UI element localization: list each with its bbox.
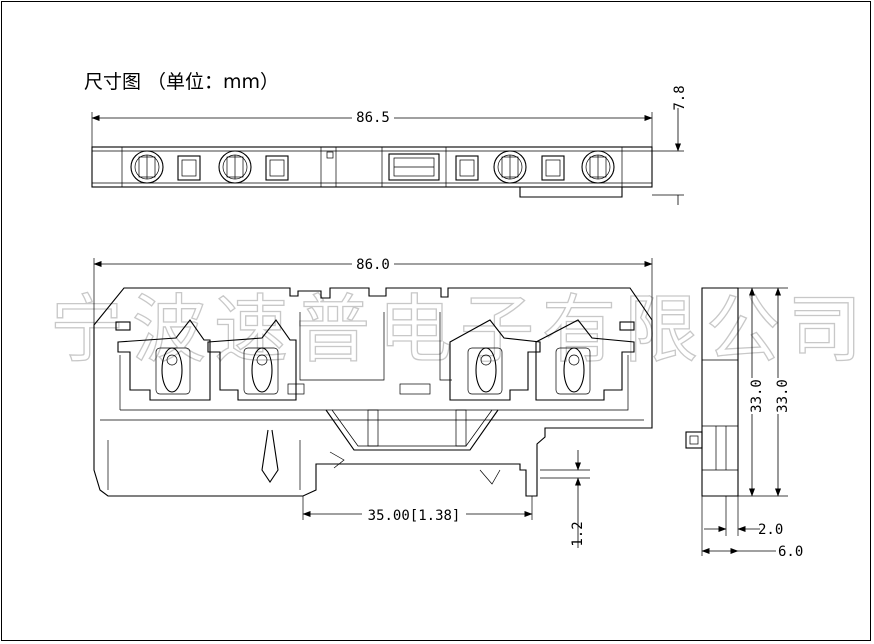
dim-rail-width: 35.00[1.38] — [368, 508, 461, 524]
dim-top-height: 7.8 — [672, 85, 688, 110]
screw-head-3 — [493, 150, 527, 184]
screw-head-1 — [130, 150, 164, 184]
clamp-unit-2 — [207, 319, 297, 401]
dim-side-height-a: 33.0 — [749, 379, 765, 413]
page-title: 尺寸图 （单位：mm） — [84, 71, 279, 93]
dim-side-height-b: 33.0 — [775, 379, 791, 413]
dim-front-width: 86.0 — [356, 257, 390, 273]
dim-side-width: 6.0 — [778, 544, 803, 560]
top-view: 86.5 7.8 — [91, 85, 688, 205]
dim-top-width: 86.5 — [356, 110, 390, 126]
screw-head-4 — [581, 150, 615, 184]
watermark: 宁波速普电子有限公司 — [50, 287, 870, 373]
clamp-unit-1 — [117, 319, 211, 401]
dim-rail-offset: 1.2 — [570, 521, 586, 546]
clamp-unit-4 — [535, 319, 635, 401]
front-view: 86.0 35.00[1.38] 1.2 — [93, 255, 653, 548]
test-hole-1 — [177, 155, 201, 181]
screw-head-2 — [218, 150, 252, 184]
clamp-unit-3 — [449, 319, 541, 401]
test-hole-3 — [455, 155, 479, 181]
dim-side-small: 2.0 — [758, 522, 783, 538]
test-hole-4 — [541, 155, 565, 181]
test-hole-2 — [265, 155, 289, 181]
side-view: 33.0 33.0 2.0 6.0 — [685, 287, 803, 560]
